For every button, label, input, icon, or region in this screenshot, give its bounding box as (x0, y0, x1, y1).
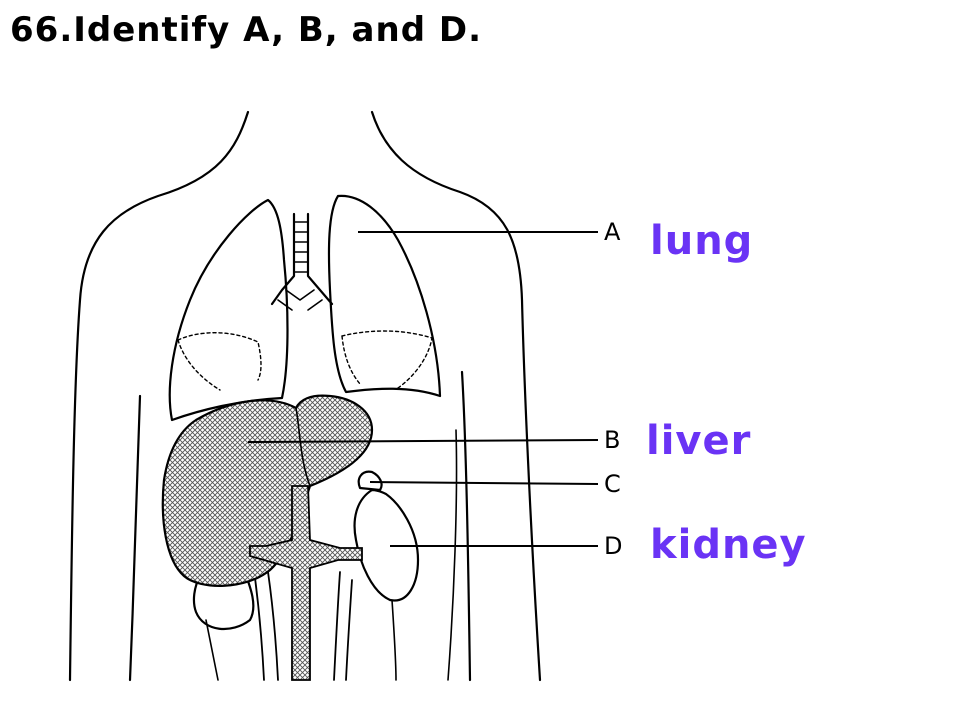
answer-b: liver (646, 418, 752, 464)
lung-left (168, 198, 289, 422)
label-b: B (604, 426, 620, 454)
answer-a: lung (650, 218, 754, 264)
trachea (270, 212, 334, 306)
leader-line-b (247, 439, 599, 443)
aorta (249, 485, 363, 681)
torso-outline (68, 110, 250, 682)
leader-line-c (369, 481, 599, 485)
label-c: C (604, 470, 621, 498)
question-title: 66.Identify A, B, and D. (10, 10, 483, 50)
label-d: D (604, 532, 622, 560)
adrenal-gland (357, 470, 383, 492)
answer-d: kidney (650, 522, 807, 568)
lung-right (327, 194, 442, 398)
liver (161, 394, 374, 587)
kidney-right (353, 488, 420, 602)
label-a: A (604, 218, 621, 246)
torso-outline-right (370, 110, 542, 682)
